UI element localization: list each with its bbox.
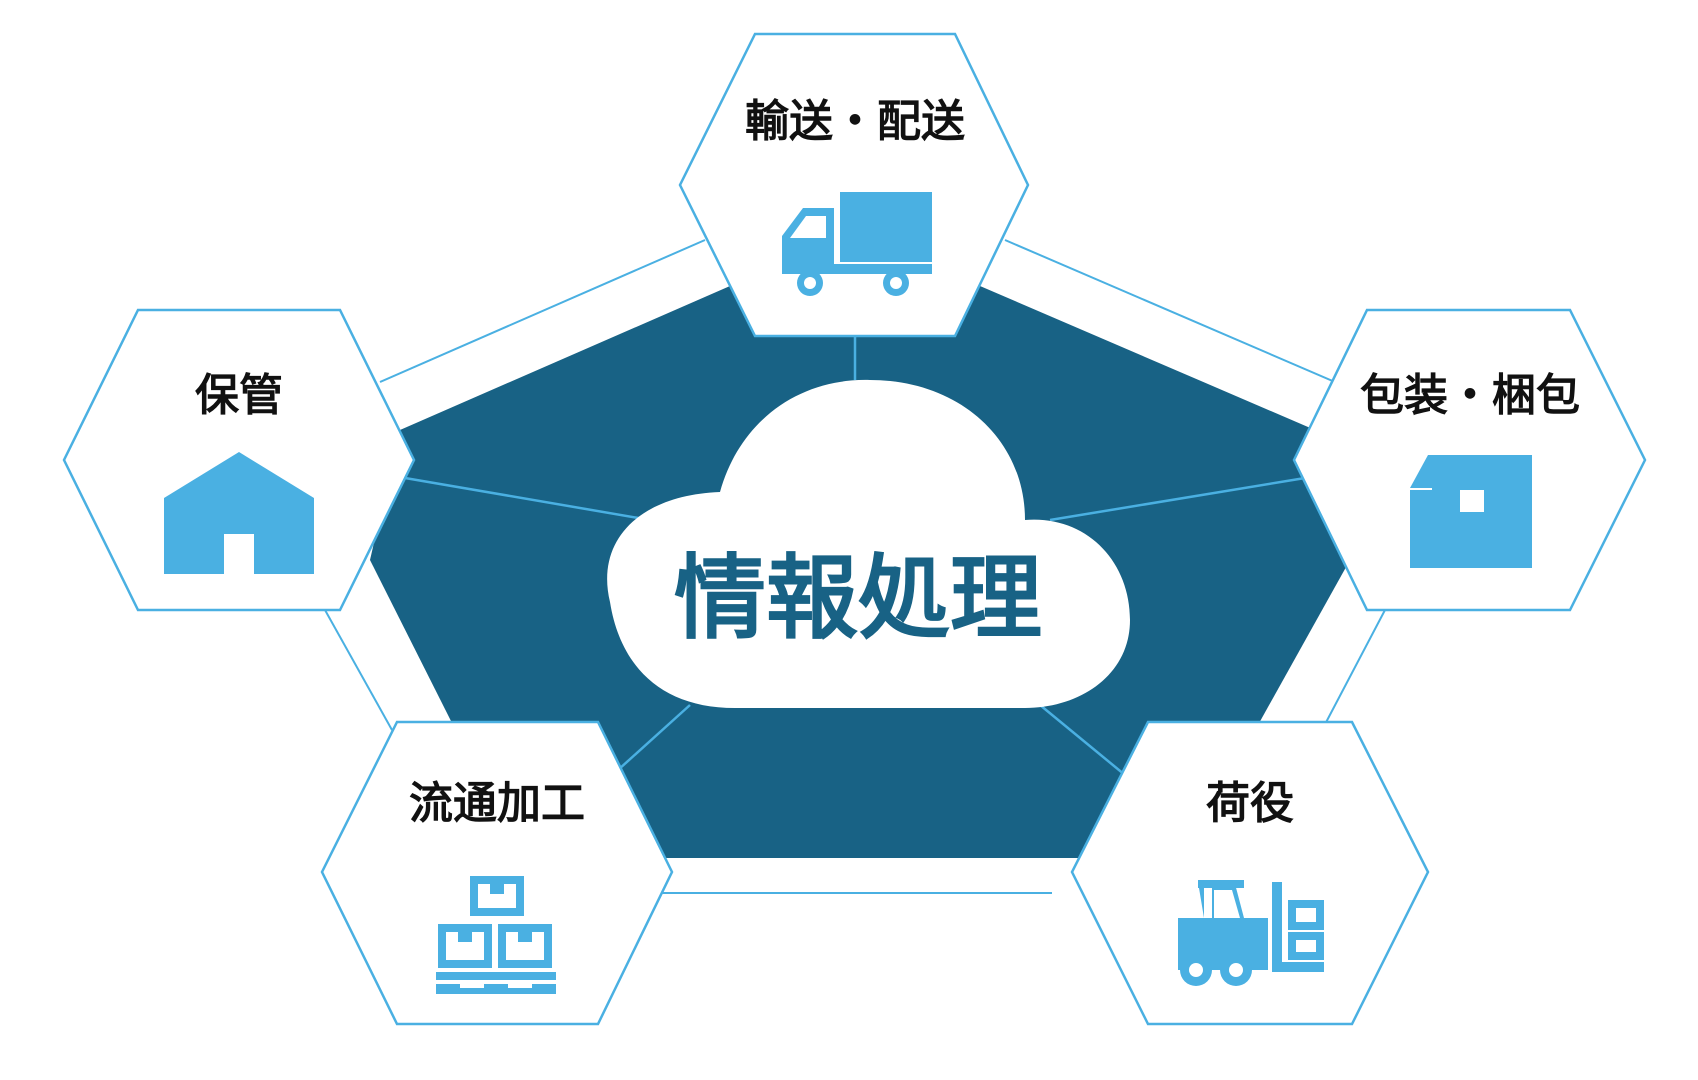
hex-label-transport: 輸送・配送 — [745, 96, 965, 147]
hex-label-storage: 保管 — [195, 370, 283, 421]
forklift-icon — [1178, 880, 1324, 986]
hexagon-processing: 流通加工 — [320, 720, 674, 1026]
warehouse-icon — [164, 452, 314, 574]
hexagon-transport: 輸送・配送 — [678, 32, 1030, 338]
truck-icon — [782, 192, 932, 296]
hexagon-packaging: 包装・梱包 — [1292, 308, 1647, 612]
hexagon-storage: 保管 — [62, 308, 416, 612]
cloud-shape — [607, 379, 1130, 708]
hex-label-processing: 流通加工 — [409, 778, 585, 829]
outer-connector-lines — [324, 239, 1386, 894]
hexagon-handling: 荷役 — [1070, 720, 1430, 1026]
center-label: 情報処理 — [674, 545, 1042, 652]
hex-label-handling: 荷役 — [1206, 778, 1294, 829]
spoke-lines — [404, 330, 1306, 776]
hex-label-packaging: 包装・梱包 — [1360, 370, 1580, 421]
